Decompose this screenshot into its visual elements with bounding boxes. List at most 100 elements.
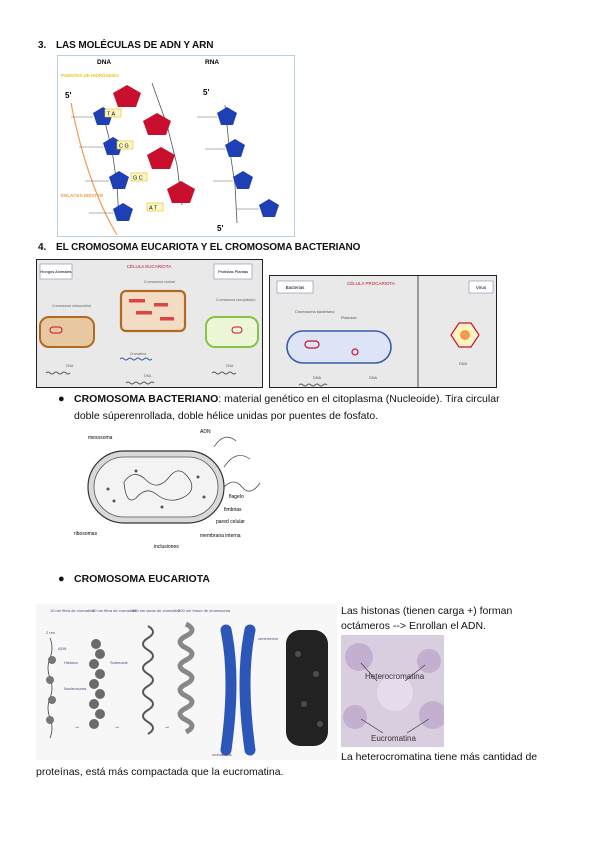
prok-dna-strand-1	[298, 383, 328, 387]
histone-text-line-1: Las histonas (tienen carga +) forman	[341, 605, 513, 617]
pair-box-1	[104, 108, 122, 118]
arrow-1-icon: →	[74, 724, 80, 730]
adn-label: ADN	[200, 429, 211, 435]
histone-text-line-2: octámeros --> Enrollan el ADN.	[341, 620, 487, 632]
histona-label: Histona	[64, 660, 78, 665]
dna-base-3	[147, 147, 175, 169]
dna-base-2	[143, 113, 171, 135]
level-4-label: 700 nm brazo de cromosoma	[178, 608, 231, 613]
hetero-text-line-2: proteínas, está más compactada que la eu…	[36, 766, 284, 778]
dna-sugar-3	[109, 171, 129, 189]
nuclear-chr-1	[129, 299, 145, 303]
hetero-text-line-1: La heterocromatina tiene más cantidad de	[341, 751, 538, 763]
eukaryotic-cell-figure: CÉLULA EUCARIOTA Hongos Animales Protist…	[36, 259, 263, 388]
bacterial-bullet-text-1: : material genético en el citoplasma (Nu…	[218, 393, 500, 405]
nucleosoma-label: Nucleosoma	[64, 686, 87, 691]
dna-sugar-4	[113, 203, 133, 221]
diester-line	[70, 102, 118, 236]
hydrogen-bridges-label: PUENTES DE HIDRÓGENO	[61, 71, 119, 78]
nuclear-chr-4	[160, 317, 174, 321]
virus-dna-label: DNA	[459, 362, 467, 366]
protist-box	[213, 263, 253, 280]
protist-box-label: Protistas Plantas	[218, 269, 248, 274]
euk-dna-label-2: DNA	[144, 374, 152, 378]
virus-genome	[460, 330, 470, 340]
diester-bonds-label: ENLACES DIÉSTER	[61, 191, 104, 198]
section-3-number: 3.	[38, 40, 47, 51]
chromatin-strand	[119, 357, 153, 361]
bacterium-membrane	[93, 456, 219, 518]
bacterial-bullet-text-2: doble súperenrollada, doble hélice unida…	[74, 410, 379, 422]
flagellum-2	[223, 455, 251, 468]
bacteria-box	[276, 280, 314, 294]
section-4-number: 4.	[38, 242, 47, 253]
euk-title: CÉLULA EUCARIOTA	[127, 263, 171, 269]
pair-4: A T	[149, 206, 158, 212]
euk-dna-strand-1	[45, 371, 71, 375]
hetero-text-line-1-container: La heterocromatina tiene más cantidad de	[341, 750, 537, 765]
nucleus	[119, 289, 187, 333]
dna-rna-figure: DNA RNA PUENTES DE HIDRÓGENO 5' 5' 5' EN…	[57, 55, 295, 237]
dna-base-1	[113, 85, 141, 107]
rna-five-prime: 5'	[203, 88, 209, 97]
section-4-title: EL CROMOSOMA EUCARIOTA Y EL CROMOSOMA BA…	[56, 242, 361, 253]
euk-dna-label-3: DNA	[226, 364, 234, 368]
section-4-heading: 4. EL CROMOSOMA EUCARIOTA Y EL CROMOSOMA …	[38, 242, 360, 253]
mito-dna	[49, 326, 63, 334]
bacterial-bullet-bold: CROMOSOMA BACTERIANO	[74, 393, 219, 405]
bacterium-dna	[123, 470, 193, 501]
solenoide-label: Solenoide	[110, 660, 129, 665]
bacterial-chromosome-bullet: ● CROMOSOMA BACTERIANO: material genétic…	[58, 391, 574, 425]
bacterium-figure: mesosoma ADN flagelo fimbrias pared celu…	[74, 427, 264, 551]
ribosomas-label: ribosomas	[74, 531, 98, 537]
centromero-label: centrómero	[258, 636, 279, 641]
bacteria-box-label: Bacterias	[286, 285, 306, 290]
pared-label: pared celular	[216, 519, 245, 525]
chloro-chromosome-label: Cromosoma cloroplástico	[216, 298, 256, 302]
pair-2: C G	[119, 144, 129, 150]
dna-label: DNA	[97, 59, 111, 66]
hetero-label: Heterocromatina	[365, 672, 425, 681]
prok-dna-label-2: DNA	[369, 376, 377, 380]
nuclear-chromosome-label: Cromosoma nuclear	[144, 280, 176, 284]
pair-box-4	[146, 202, 164, 212]
level-2-label: 30 nm fibra de cromatina	[92, 608, 137, 613]
bacterium-cell	[286, 330, 392, 364]
eukaryotic-chromosome-bullet: ● CROMOSOMA EUCARIOTA	[58, 571, 210, 588]
cromatidas-label: cromátidas	[212, 752, 232, 757]
chloro-dna	[231, 326, 243, 334]
prok-title: CÉLULA PROCARIOTA	[347, 280, 395, 286]
eukaryote-bullet-bold: CROMOSOMA EUCARIOTA	[74, 573, 210, 585]
bullet-dot: ●	[58, 393, 65, 405]
chromosome	[220, 624, 256, 756]
chromatin-label: Cromatina	[130, 352, 146, 356]
rna-sugar-4	[259, 199, 279, 217]
rna-sugar-2	[225, 139, 245, 157]
inclusiones-label: inclusiones	[154, 544, 179, 550]
dna-five-prime-bottom: 5'	[217, 224, 223, 233]
mesosoma-label: mesosoma	[88, 435, 113, 441]
rna-label: RNA	[205, 59, 219, 66]
chromosome-arm	[177, 621, 195, 735]
rna-sugar-3	[233, 171, 253, 189]
arrow-2-icon: →	[114, 724, 120, 730]
chromatin-micrograph: Heterocromatina Eucromatina	[341, 635, 444, 747]
prok-dna-label-1: DNA	[313, 376, 321, 380]
section-3-heading: 3.LAS MOLÉCULAS DE ADN Y ARN	[38, 40, 214, 51]
mitochondrion	[39, 316, 95, 348]
euk-dna-label-1: DNA	[66, 364, 74, 368]
pair-1: T A	[107, 112, 115, 118]
adn-label-2: ADN	[58, 646, 67, 651]
dna-backbone-left	[101, 109, 120, 221]
membrana-label: membrana interna	[200, 533, 241, 539]
nuclear-chr-3	[136, 311, 152, 315]
bacterial-chromosome	[304, 340, 320, 349]
plasmid	[351, 348, 359, 356]
chromosome-micrograph	[286, 630, 328, 746]
dna-base-4	[167, 181, 195, 203]
plasmid-label: Plásmido	[341, 316, 357, 320]
hetero-text-line-2-container: proteínas, está más compactada que la eu…	[36, 765, 283, 780]
level-3-label: 300 nm lazos de cromatina	[132, 608, 181, 613]
chromatin-levels-figure: 10 nm fibra de cromatina 30 nm fibra de …	[36, 604, 337, 760]
mito-chromosome-label: Cromosoma mitocondrial	[52, 304, 91, 308]
